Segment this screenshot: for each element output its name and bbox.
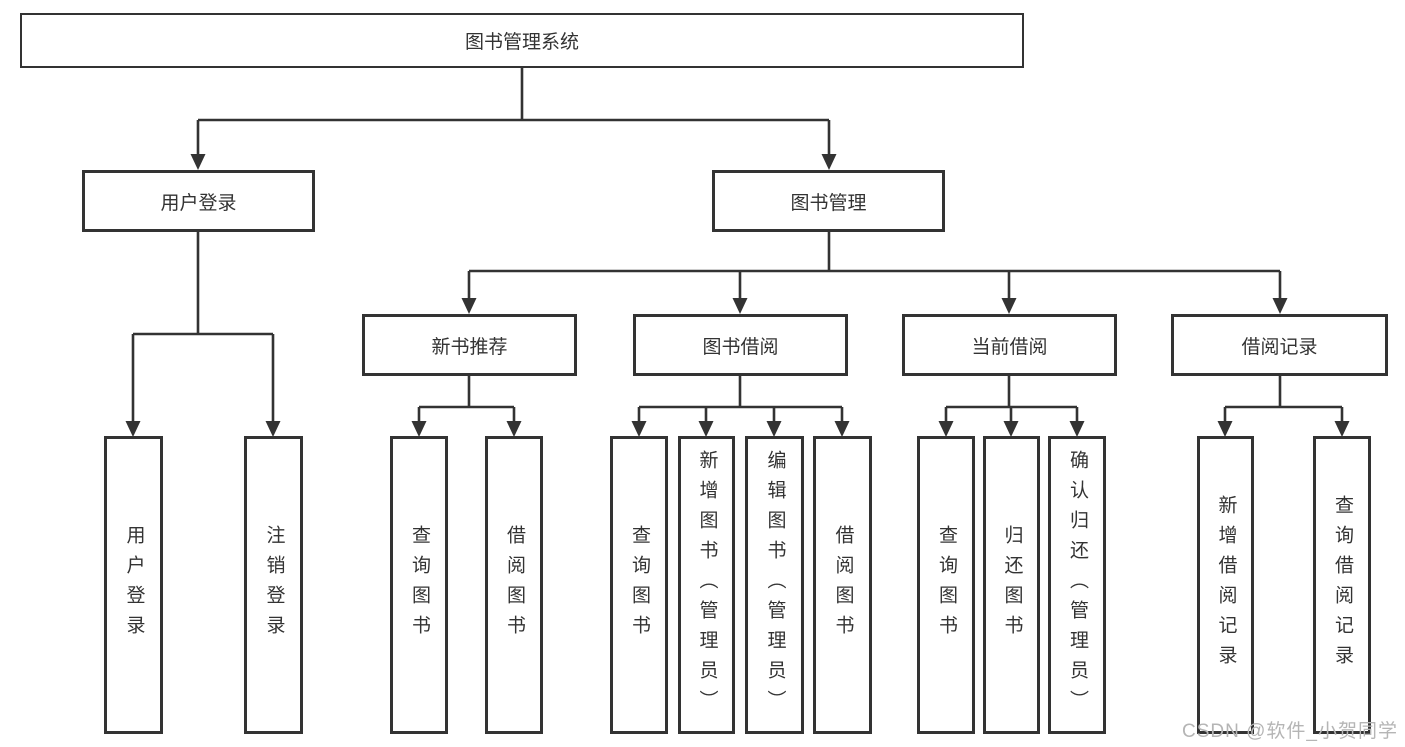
watermark: CSDN @软件_小贺同学 (1182, 721, 1398, 742)
arrowhead (766, 421, 782, 437)
arrowhead (1217, 421, 1233, 437)
node-user-login: 用户登录 (82, 170, 315, 232)
node-leaf-edit-books-admin: 编辑图书（管理员） (745, 436, 804, 734)
leaf-label: 借阅图书 (503, 525, 525, 645)
arrowhead (506, 421, 522, 437)
node-leaf-logout: 注销登录 (244, 436, 303, 734)
arrowhead (1272, 298, 1288, 314)
leaf-label: 新增图书（管理员） (696, 450, 718, 720)
node-leaf-return-books: 归还图书 (983, 436, 1040, 734)
connector-book-borrow (637, 376, 844, 423)
connector-new-book (417, 376, 516, 423)
arrowhead (190, 154, 206, 170)
node-book-borrowing: 图书借阅 (633, 314, 848, 376)
node-leaf-query-books-2: 查询图书 (610, 436, 668, 734)
leaf-label: 归还图书 (1001, 525, 1023, 645)
node-leaf-borrow-books-1: 借阅图书 (485, 436, 543, 734)
arrowhead (1334, 421, 1350, 437)
arrowhead (834, 421, 850, 437)
leaf-label: 查询借阅记录 (1331, 495, 1353, 675)
node-leaf-query-borrow-record: 查询借阅记录 (1313, 436, 1371, 734)
connector-borrow-records (1223, 376, 1344, 423)
arrowhead (125, 421, 141, 437)
arrowhead (631, 421, 647, 437)
node-borrow-records: 借阅记录 (1171, 314, 1388, 376)
leaf-label: 查询图书 (628, 525, 650, 645)
arrowhead (265, 421, 281, 437)
arrowhead (411, 421, 427, 437)
node-leaf-query-books-3: 查询图书 (917, 436, 975, 734)
node-new-book-recommendation: 新书推荐 (362, 314, 577, 376)
leaf-label: 编辑图书（管理员） (764, 450, 786, 720)
leaf-label: 查询图书 (935, 525, 957, 645)
leaf-label: 确认归还（管理员） (1066, 450, 1088, 720)
connector-current-borrow (944, 376, 1079, 423)
connector-user-login (131, 232, 275, 423)
node-leaf-user-login: 用户登录 (104, 436, 163, 734)
arrowhead (732, 298, 748, 314)
leaf-label: 借阅图书 (832, 525, 854, 645)
node-leaf-add-borrow-record: 新增借阅记录 (1197, 436, 1254, 734)
leaf-label: 用户登录 (123, 525, 145, 645)
leaf-label: 新增借阅记录 (1215, 495, 1237, 675)
arrowhead (461, 298, 477, 314)
arrowhead (821, 154, 837, 170)
connector-root (196, 68, 831, 155)
arrowhead (1001, 298, 1017, 314)
arrowhead (698, 421, 714, 437)
leaf-label: 注销登录 (263, 525, 285, 645)
node-leaf-confirm-return-admin: 确认归还（管理员） (1048, 436, 1106, 734)
arrowhead (938, 421, 954, 437)
leaf-label: 查询图书 (408, 525, 430, 645)
arrowhead (1069, 421, 1085, 437)
arrowhead (1003, 421, 1019, 437)
node-leaf-borrow-books-2: 借阅图书 (813, 436, 872, 734)
node-current-borrowing: 当前借阅 (902, 314, 1117, 376)
node-library-management-system: 图书管理系统 (20, 13, 1024, 68)
node-book-management: 图书管理 (712, 170, 945, 232)
node-leaf-query-books-1: 查询图书 (390, 436, 448, 734)
connector-book-management (467, 232, 1282, 300)
node-leaf-add-books-admin: 新增图书（管理员） (678, 436, 735, 734)
